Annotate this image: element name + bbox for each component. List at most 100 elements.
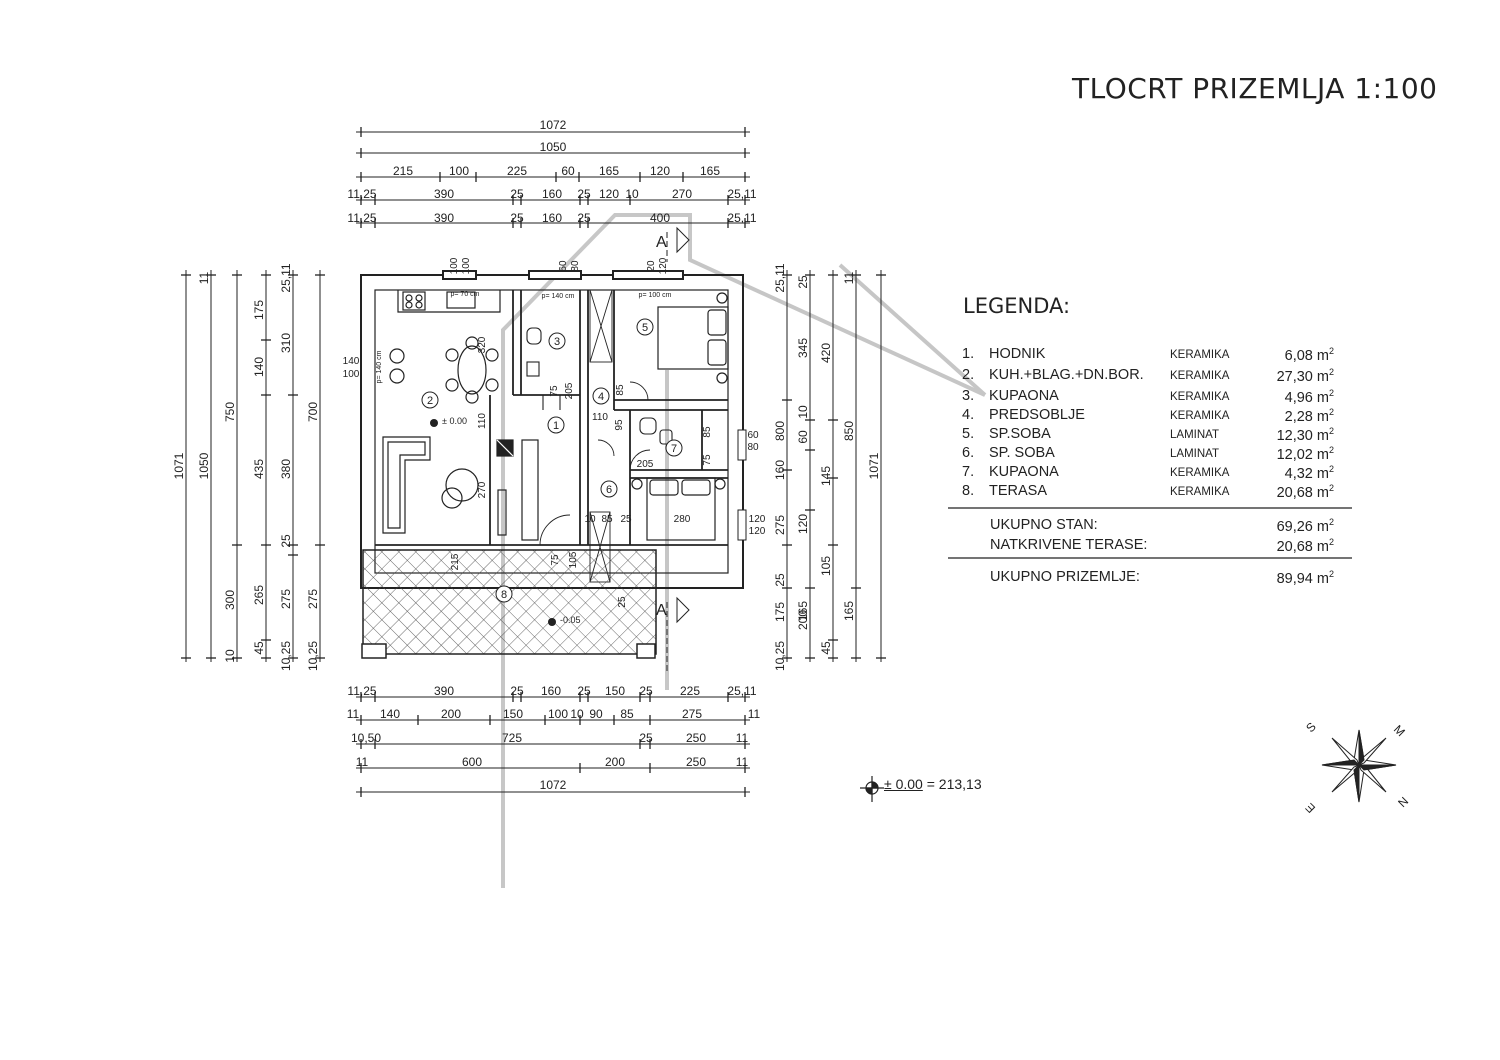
dimension-label: 390 (434, 684, 454, 698)
dimension-label: 205 (637, 459, 654, 470)
dimension-lines-right (786, 270, 882, 662)
legend-row: 2. KUH.+BLAG.+DN.BOR. KERAMIKA 27,30 m2 (962, 367, 1334, 385)
dimension-label: 11 (347, 707, 360, 721)
dimension-label: 110 (592, 412, 608, 423)
dimension-label: 140 (252, 357, 266, 377)
dimension-label: 25 (773, 573, 787, 587)
dimension-label: 275 (773, 515, 787, 535)
dimension-label: 275 (306, 589, 320, 609)
dimension-label: 60 (796, 430, 810, 444)
dimension-label: 10,25 (279, 641, 293, 671)
dimension-label: 250 (686, 755, 706, 769)
dimension-lines-left (185, 270, 321, 662)
dimension-label: 60 (558, 260, 569, 272)
dimension-label: p= 70 cm (451, 291, 480, 298)
dimension-ticks-right (782, 274, 886, 659)
dimension-label: 90 (589, 707, 603, 721)
dimension-label: 750 (223, 402, 237, 422)
dimension-label: 165 (842, 601, 856, 621)
living-room-furniture (382, 436, 479, 534)
bed-room-6 (631, 477, 726, 541)
dimension-label: 400 (650, 211, 670, 225)
dimension-label: 105 (819, 556, 833, 576)
dimension-label: 275 (279, 589, 293, 609)
dimension-label: 25,11 (727, 187, 756, 201)
dimension-label: 25 (510, 187, 524, 201)
wardrobe-crosses (589, 289, 613, 583)
compass-s: S (1303, 720, 1319, 736)
dimension-label: 100 (343, 369, 360, 380)
dimension-label: 10 (223, 649, 237, 663)
dimension-label: 390 (434, 211, 454, 225)
legend-row: 4. PREDSOBLJE KERAMIKA 2,28 m2 (962, 407, 1334, 425)
bed-room-5 (657, 292, 729, 384)
legend-row: 5. SP.SOBA LAMINAT 12,30 m2 (962, 426, 1334, 444)
dimension-label: 1071 (172, 452, 186, 479)
dimension-label: 300 (223, 590, 237, 610)
room-numbers: 1 2 3 4 5 6 7 8 (427, 322, 677, 601)
dimension-label: 80 (747, 442, 759, 453)
dimension-label: p= 140 cm (376, 350, 383, 383)
dimension-label: 120 (650, 164, 670, 178)
dimension-label: 225 (507, 164, 527, 178)
dimension-label: 11 (197, 271, 211, 284)
section-mark-top: A (656, 234, 667, 251)
dimension-label: 270 (672, 187, 692, 201)
dimension-label: 120 (599, 187, 619, 201)
total-row: NATKRIVENE TERASE: 20,68 m2 (990, 537, 1334, 555)
stair-element (496, 439, 539, 541)
dimension-label: 25,11 (727, 684, 756, 698)
dimension-label: 175 (252, 300, 266, 320)
dimension-label: 1050 (197, 452, 211, 479)
dimension-label: 10 (584, 514, 596, 525)
dimension-label: 110 (477, 413, 488, 429)
door-swings (539, 381, 651, 546)
dimension-label: 345 (796, 338, 810, 358)
elevation-label: ± 0.00 = 213,13 (884, 776, 982, 792)
dimension-label: 850 (842, 421, 856, 441)
dimension-label: 150 (503, 707, 523, 721)
dimension-label: 435 (252, 459, 266, 479)
dimension-label: 270 (477, 481, 488, 498)
dimension-label: 11 (356, 755, 369, 769)
elevation-marker (860, 776, 884, 802)
dimension-label: 310 (279, 333, 293, 353)
dimension-ticks-bottom (360, 692, 746, 797)
total-row: UKUPNO STAN: 69,26 m2 (990, 517, 1334, 535)
dim-bottom-overall: 1072 (540, 778, 567, 792)
dimension-label: 145 (819, 466, 833, 486)
room-number-2: 2 (427, 395, 433, 407)
elevation-value: = 213,13 (926, 776, 982, 792)
dimension-label: 25 (279, 534, 293, 548)
compass-n: N (1395, 794, 1411, 810)
dim-top-inner: 1050 (540, 140, 567, 154)
dimension-label: p= 100 cm (639, 292, 672, 299)
dimension-label: 11,25 (347, 187, 376, 201)
dimension-label: 25 (577, 187, 591, 201)
dimension-label: 175 (773, 602, 787, 622)
dimension-label: 100 (548, 707, 568, 721)
dimension-label: 105 (568, 551, 579, 568)
dimension-label: 165 (700, 164, 720, 178)
dimension-label: 25 (577, 684, 591, 698)
total-row: UKUPNO PRIZEMLJE: 89,94 m2 (990, 569, 1334, 587)
dimension-label: 150 (605, 684, 625, 698)
dimension-label: 120 (658, 257, 669, 274)
dimension-label: 800 (773, 421, 787, 441)
dimension-label: 10,25 (773, 641, 787, 671)
room-number-1: 1 (553, 420, 559, 432)
dimension-label: 25 (620, 514, 632, 525)
dimension-text-top: 1072 1050 215 100 225 60 165 120 165 11,… (347, 118, 756, 225)
dimension-label: 120 (749, 514, 766, 525)
dimension-label: 45 (252, 641, 266, 655)
dimension-label: 320 (477, 336, 488, 353)
dimension-label: p= 140 cm (542, 293, 575, 300)
dimension-label: 11,25 (347, 211, 376, 225)
level-markers: ± 0.00 -0.05 (430, 416, 581, 626)
bathroom-7-fixtures (639, 417, 673, 445)
compass-rose (1321, 729, 1397, 803)
dimension-label: 85 (702, 426, 713, 438)
kitchen-counter (397, 290, 501, 313)
dimension-label: 600 (462, 755, 482, 769)
section-markers (666, 226, 690, 672)
